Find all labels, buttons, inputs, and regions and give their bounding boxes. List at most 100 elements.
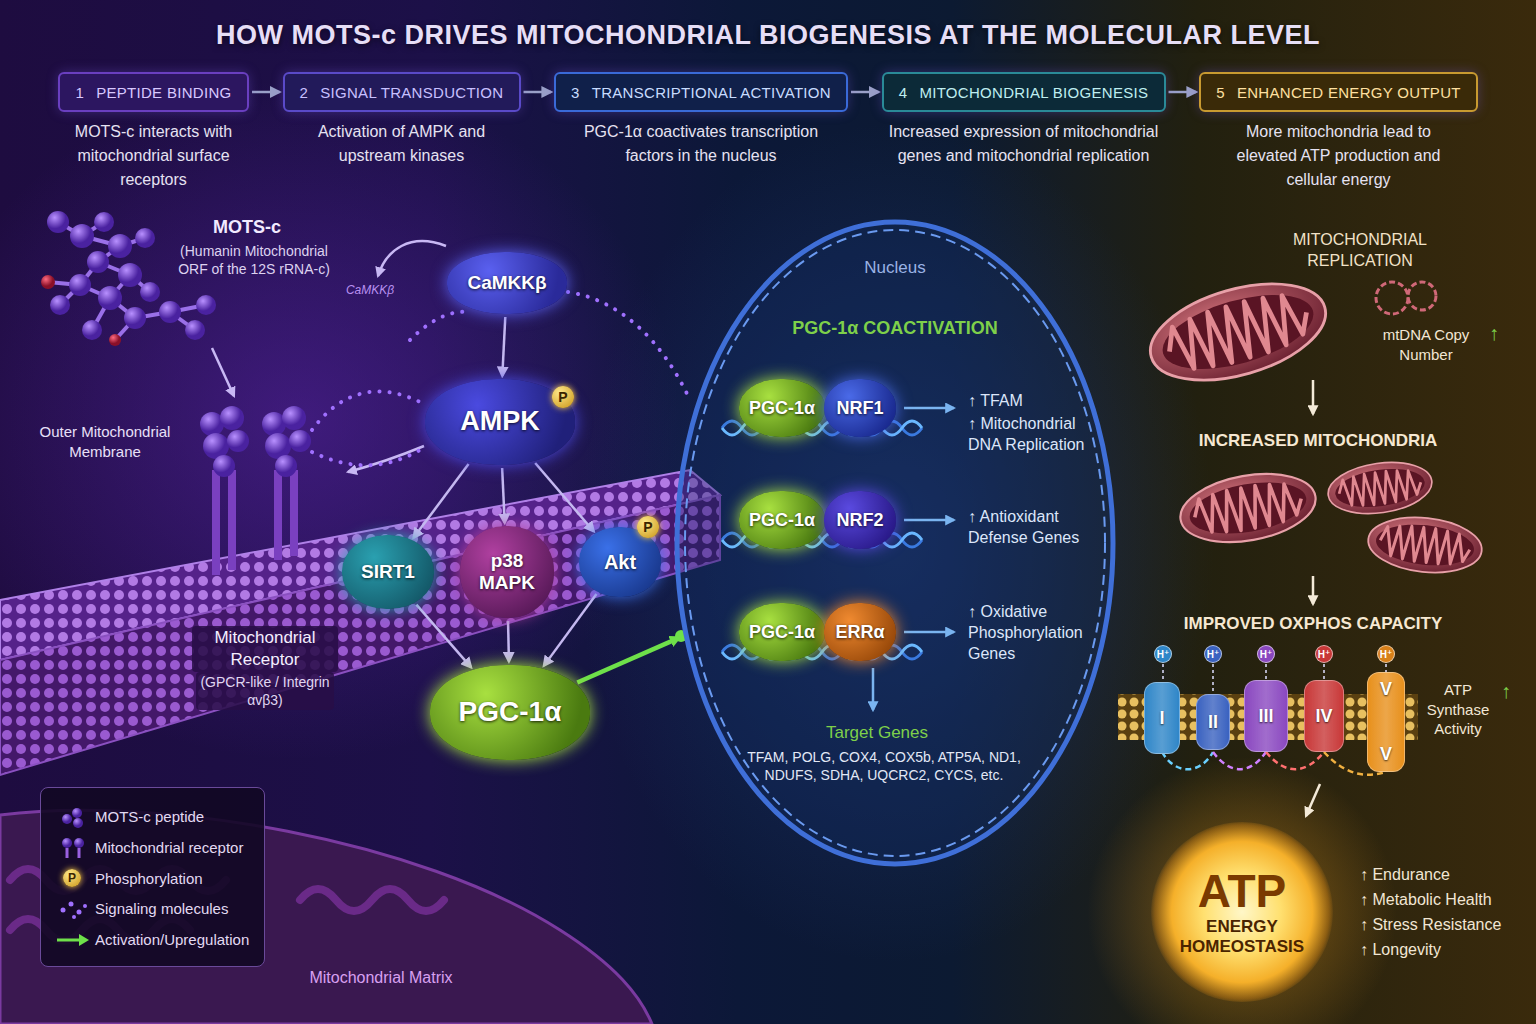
legend-signal-sample: [61, 902, 88, 920]
molecule-name: MOTS-c: [197, 216, 297, 239]
legend-text: Activation/Upregulation: [95, 931, 249, 948]
nucleus-label: Nucleus: [673, 258, 1117, 278]
mtdna-label: mtDNA Copy Number: [1370, 325, 1482, 364]
complex-label: V: [1380, 679, 1392, 700]
inner-membrane: [1162, 752, 1386, 775]
signaling-dots: [312, 450, 420, 465]
legend-activation-sample: [57, 939, 81, 942]
mots-c-molecule: [48, 222, 206, 340]
step-number: 4: [899, 84, 908, 101]
mtdna-ring: [1408, 282, 1436, 310]
protein-label: PGC-1α: [749, 398, 815, 419]
signaling-dots: [312, 292, 690, 465]
connector-arrow: [851, 91, 879, 94]
inner-membrane: [1162, 664, 1164, 682]
mtdna-ring: [1376, 282, 1408, 314]
mots-c-molecule: [196, 295, 216, 315]
signal-arrows: [212, 348, 234, 396]
protein-label: NRF2: [836, 510, 883, 531]
mitochondrion: [1365, 512, 1484, 578]
mots-c-molecule: [159, 301, 181, 323]
mitochondrial-matrix: [300, 889, 444, 911]
atp-sun: ATPENERGY HOMEOSTASIS: [1151, 822, 1333, 1002]
step-description: Activation of AMPK and upstream kinases: [297, 120, 507, 168]
kinase-tag: CaMKKβ: [330, 283, 410, 299]
outer-membrane: [0, 495, 720, 775]
outcome-label: ↑ Metabolic Health: [1360, 890, 1530, 911]
mots-c-molecule: [135, 228, 155, 248]
connector-arrow: [524, 91, 552, 94]
mots-c-molecule: [109, 334, 121, 346]
mots-c-molecule: [69, 274, 91, 296]
mots-c-molecule: [94, 212, 114, 232]
receptor-protein: [289, 430, 311, 452]
receptor-protein: [290, 470, 298, 556]
legend-receptor-sample: [62, 838, 72, 848]
protein-label: PGC-1α: [749, 622, 815, 643]
step-number: 5: [1216, 84, 1225, 101]
mitochondrion: [1139, 266, 1336, 398]
receptor-label: Mitochondrial Receptor: [192, 626, 338, 672]
mots-c-molecule: [108, 234, 132, 258]
signal-arrows: [378, 241, 446, 276]
step-number: 2: [300, 84, 309, 101]
proton-label: H⁺: [1257, 645, 1275, 663]
protein-blob: PGC-1α: [739, 379, 825, 437]
phospho-badge: P: [637, 516, 659, 538]
protein-blob: PGC-1α: [739, 491, 825, 549]
connector-arrow: [544, 594, 597, 666]
mitochondrion: [1325, 456, 1435, 520]
receptor-protein: [274, 470, 282, 560]
mots-c-molecule: [47, 211, 69, 233]
step-description: PGC-1α coactivates transcription factors…: [566, 120, 836, 168]
receptor-protein: [220, 406, 244, 430]
receptor-protein: [212, 470, 220, 575]
receptor-protein: [282, 406, 306, 430]
protein-blob: SIRT1: [342, 535, 434, 609]
legend-signal-sample: [83, 904, 87, 908]
connector-arrow: [1169, 91, 1197, 94]
legend-receptor-sample: [78, 848, 81, 858]
step-box: 3TRANSCRIPTIONAL ACTIVATIONPGC-1α coacti…: [554, 72, 848, 112]
protein-label: p38 MAPK: [466, 550, 548, 594]
connector-arrow: [502, 468, 505, 523]
mots-c-molecule: [41, 211, 216, 346]
legend-receptor-sample: [62, 838, 84, 858]
proton-label: H⁺: [1315, 645, 1333, 663]
legend-text: Phosphorylation: [95, 870, 203, 887]
legend-peptide-sample: [72, 808, 82, 818]
mots-c-molecule: [70, 224, 94, 248]
signaling-dots: [312, 392, 420, 430]
mots-c-molecule: [87, 251, 109, 273]
inner-membrane: [1323, 664, 1325, 680]
step-number: 1: [75, 84, 84, 101]
mots-c-molecule: [118, 263, 142, 287]
protein-label: CaMKKβ: [467, 272, 546, 294]
gene-outcome: ↑ Mitochondrial DNA Replication: [968, 414, 1093, 456]
step-description: More mitochondria lead to elevated ATP p…: [1219, 120, 1459, 192]
complex-label: V: [1380, 744, 1392, 765]
receptor-protein: [275, 455, 297, 477]
protein-label: Akt: [604, 551, 636, 574]
inner-membrane: [1118, 664, 1418, 775]
protein-label: AMPK: [460, 406, 540, 437]
molecule-subtitle: (Humanin Mitochondrial ORF of the 12S rR…: [164, 242, 344, 278]
etc-complex: VV: [1367, 672, 1405, 772]
inner-membrane: [1385, 664, 1387, 672]
proton-label: H⁺: [1377, 645, 1395, 663]
gene-outcome: ↑ TFAM: [968, 391, 1098, 412]
flow-arrows: [1312, 380, 1315, 414]
atp-synthase-label: ATP Synthase Activity: [1420, 680, 1496, 739]
mots-c-molecule: [124, 307, 146, 329]
complex-label: II: [1208, 712, 1218, 733]
step-box: 2SIGNAL TRANSDUCTIONActivation of AMPK a…: [283, 72, 521, 112]
nucleus-heading: PGC-1α COACTIVATION: [673, 318, 1117, 339]
inner-membrane: [1212, 664, 1214, 694]
protein-label: ERRα: [835, 622, 884, 643]
outcome-label: ↑ Stress Resistance: [1360, 915, 1530, 936]
legend-signal-sample: [77, 910, 82, 915]
mots-c-molecule: [185, 320, 205, 340]
mots-c-molecule: [140, 282, 160, 302]
nucleus-interior: [904, 631, 954, 634]
